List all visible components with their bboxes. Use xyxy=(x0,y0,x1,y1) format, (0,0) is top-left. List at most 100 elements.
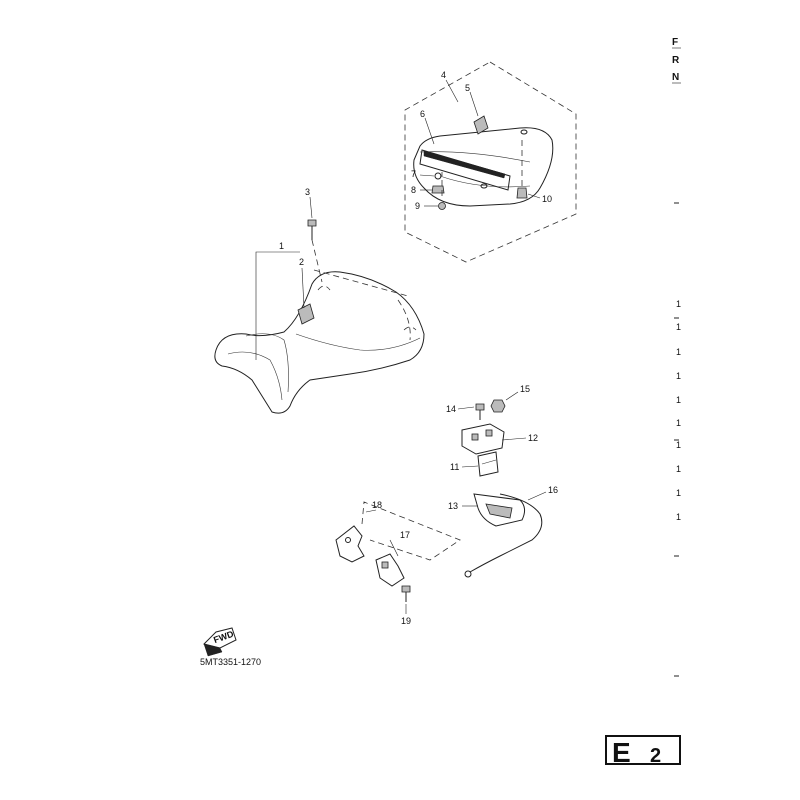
leader-7 xyxy=(419,174,435,177)
screw-9 xyxy=(438,202,446,210)
bracket-17 xyxy=(375,553,405,587)
margin-digit: 1 xyxy=(676,440,681,450)
washer-7 xyxy=(434,172,442,180)
page-badge: E 2 xyxy=(605,735,681,768)
callout-17: 17 xyxy=(400,530,410,540)
margin-digit: 1 xyxy=(676,488,681,498)
lock-bracket xyxy=(461,423,505,455)
callout-19: 19 xyxy=(401,616,411,626)
right-margin-marks: 1 1 1 1 1 1 1 1 1 1 xyxy=(674,202,681,677)
bracket-dash-guide xyxy=(361,501,461,561)
seat-lip xyxy=(227,351,283,401)
leader-3 xyxy=(309,196,313,219)
seat-lock-slot xyxy=(481,459,497,465)
callout-15: 15 xyxy=(520,384,530,394)
lower-bracket-assembly: 18 17 19 xyxy=(335,500,461,626)
leader-5 xyxy=(469,91,479,117)
bracket-18-hole xyxy=(345,537,351,543)
callout-16: 16 xyxy=(548,485,558,495)
seat-tab xyxy=(297,303,315,325)
header-letter-r: R xyxy=(672,55,680,66)
margin-digit: 1 xyxy=(676,299,681,309)
leader-14 xyxy=(457,406,475,410)
page-badge-frame xyxy=(605,735,681,765)
rear-cowl-assembly: 4 5 6 7 8 9 10 xyxy=(404,61,577,263)
header-letter-n: N xyxy=(672,72,679,83)
callout-5: 5 xyxy=(465,83,470,93)
callout-8: 8 xyxy=(411,185,416,195)
seat-cowl-stripe-band xyxy=(423,150,506,179)
callout-6: 6 xyxy=(420,109,425,119)
bracket-stud xyxy=(471,433,479,441)
lock-hook-plate xyxy=(485,503,513,519)
page-badge-number: 2 xyxy=(650,745,661,767)
seat-front-contour xyxy=(245,333,289,393)
leader-2 xyxy=(301,267,305,309)
bolt-3-head xyxy=(307,219,317,227)
leader-6 xyxy=(424,117,435,145)
cowl-lower-contour xyxy=(439,175,531,188)
seat-lock-assembly: 14 15 12 11 13 16 xyxy=(446,384,558,578)
lock-hook xyxy=(473,493,526,527)
leader-18 xyxy=(365,509,377,513)
diagram-code: 5MT3351-1270 xyxy=(200,657,261,667)
callout-2: 2 xyxy=(299,257,304,267)
cowl-hole xyxy=(480,183,488,189)
margin-digit: 1 xyxy=(676,371,681,381)
callout-4: 4 xyxy=(441,70,446,80)
callout-9: 9 xyxy=(415,201,420,211)
leader-12 xyxy=(501,437,527,441)
assembly-boundary-hexagon xyxy=(404,61,577,263)
callout-10: 10 xyxy=(542,194,552,204)
callout-7: 7 xyxy=(411,169,416,179)
cowl-emblem xyxy=(473,115,489,135)
damper-8 xyxy=(431,185,445,194)
bolt-3-axis xyxy=(311,239,323,283)
seat xyxy=(214,271,425,414)
seat-hidden-rear xyxy=(397,299,411,341)
bolt-19 xyxy=(401,585,411,593)
callout-11: 11 xyxy=(450,462,459,472)
leader-4 xyxy=(445,79,459,103)
callout-12: 12 xyxy=(528,433,538,443)
cowl-edge-line xyxy=(419,151,531,163)
cable-end xyxy=(464,570,472,578)
page-badge-letter: E xyxy=(612,737,631,768)
margin-digit: 1 xyxy=(676,347,681,357)
margin-digit: 1 xyxy=(676,395,681,405)
fwd-arrow-label: FWD xyxy=(212,629,235,646)
margin-digit: 1 xyxy=(676,512,681,522)
forward-arrow: FWD xyxy=(203,627,237,657)
leader-10 xyxy=(527,193,541,199)
nut-15 xyxy=(490,399,506,413)
seat-hidden-edge xyxy=(313,269,409,297)
header-letters: F R N xyxy=(672,37,681,84)
cowl-hole xyxy=(520,129,528,135)
callout-3: 3 xyxy=(305,187,310,197)
leader-11 xyxy=(461,465,479,468)
callout-14: 14 xyxy=(446,404,456,414)
margin-digit: 1 xyxy=(676,464,681,474)
leader-17 xyxy=(389,539,399,557)
lock-cable xyxy=(469,493,543,573)
callout-1: 1 xyxy=(279,241,284,251)
leader-16 xyxy=(527,491,547,501)
bracket-18 xyxy=(335,525,365,563)
leader-15 xyxy=(505,391,519,401)
seat-cowl xyxy=(413,127,554,207)
margin-digit: 1 xyxy=(676,322,681,332)
margin-digit: 1 xyxy=(676,418,681,428)
callout-18: 18 xyxy=(372,500,382,510)
main-seat-assembly: 1 2 3 xyxy=(214,187,425,414)
leader-1 xyxy=(255,251,300,360)
bracket-stud xyxy=(485,429,493,437)
callout-13: 13 xyxy=(448,501,458,511)
seat-lock xyxy=(477,451,499,477)
hidden-hole xyxy=(403,326,417,331)
hidden-hole xyxy=(317,285,331,291)
header-letter-f: F xyxy=(672,37,678,48)
fwd-arrow-shadow xyxy=(203,643,223,657)
bracket-17-stud xyxy=(381,561,389,569)
seat-side-seam xyxy=(295,333,421,351)
